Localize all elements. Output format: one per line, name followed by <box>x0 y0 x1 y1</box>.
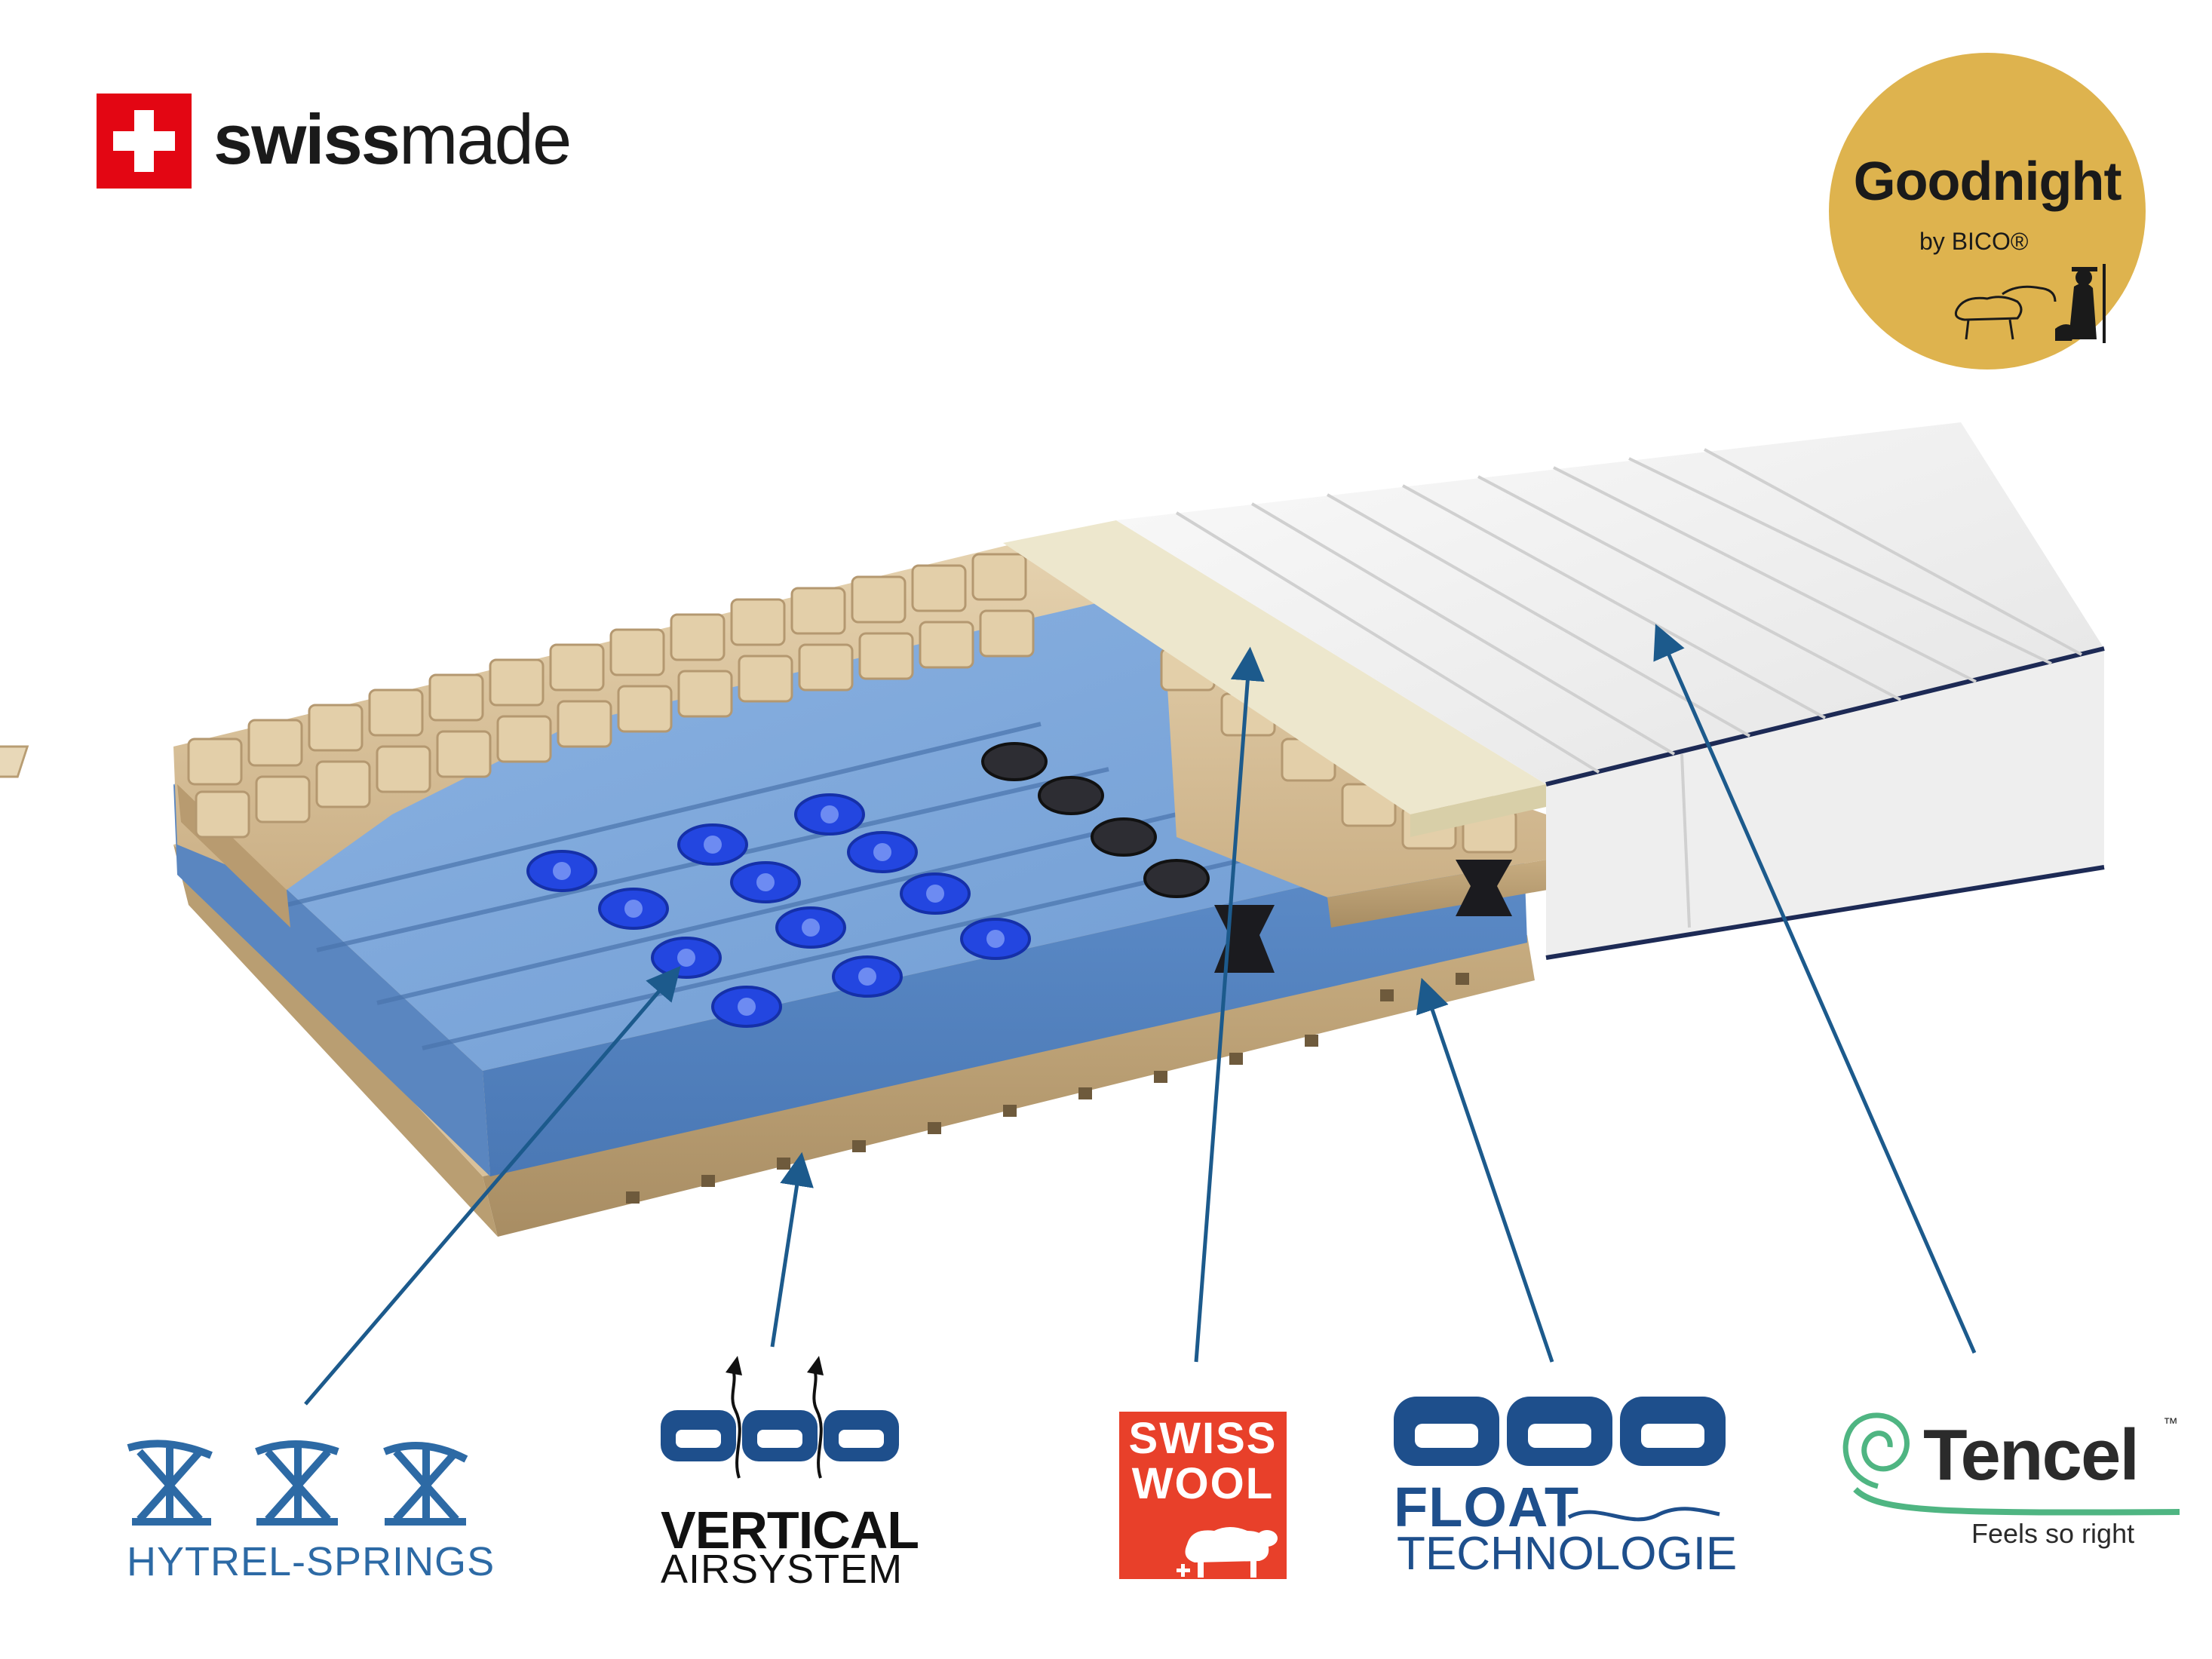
tencel-tagline: Feels so right <box>1971 1518 2135 1549</box>
hytrel-springs-label: HYTREL-SPRINGS <box>127 1539 495 1584</box>
float-technologie-logo <box>1394 1397 1726 1522</box>
swisswool-line-2: WOOL <box>1131 1459 1275 1508</box>
tencel-leaf-icon <box>1842 1412 1910 1489</box>
goodnight-subtitle: by BICO® <box>1919 228 2029 255</box>
goodnight-title: Goodnight <box>1853 152 2122 212</box>
swissmade-logo: swissmade <box>97 94 624 190</box>
mattress-cover <box>1116 422 2105 960</box>
tencel-trademark: ™ <box>2163 1415 2178 1432</box>
swisswool-logo: SWISS WOOL <box>1119 1412 1287 1579</box>
technologie-label: TECHNOLOGIE <box>1397 1528 1738 1580</box>
bottom-perforations <box>626 973 1469 1204</box>
swiss-flag-icon <box>97 94 192 189</box>
swissmade-light: made <box>399 100 572 179</box>
swisswool-line-1: SWISS <box>1128 1414 1278 1463</box>
wool-layer <box>1003 520 1546 837</box>
callout-arrows <box>304 624 1977 1406</box>
vertical-airsystem-logo <box>661 1356 899 1479</box>
sheep-icon <box>1177 1527 1278 1578</box>
vertical-label: VERTICAL <box>661 1501 919 1559</box>
float-label: FLOAT <box>1394 1476 1580 1538</box>
airsystem-label: AIRSYSTEM <box>661 1547 904 1592</box>
hytrel-springs-logo <box>127 1440 468 1526</box>
swissmade-bold: swiss <box>213 100 400 179</box>
tencel-logo: Tencel ™ Feels so right <box>1833 1399 2180 1550</box>
goodnight-badge: Goodnight by BICO® <box>1829 53 2146 370</box>
hytrel-springs <box>526 742 1512 1028</box>
tencel-wordmark: Tencel <box>1923 1415 2140 1495</box>
tencel-swoosh-icon <box>1853 1487 2180 1516</box>
swissmade-wordmark: swissmade <box>213 98 572 181</box>
shepherd-sheep-icon <box>1954 264 2106 343</box>
